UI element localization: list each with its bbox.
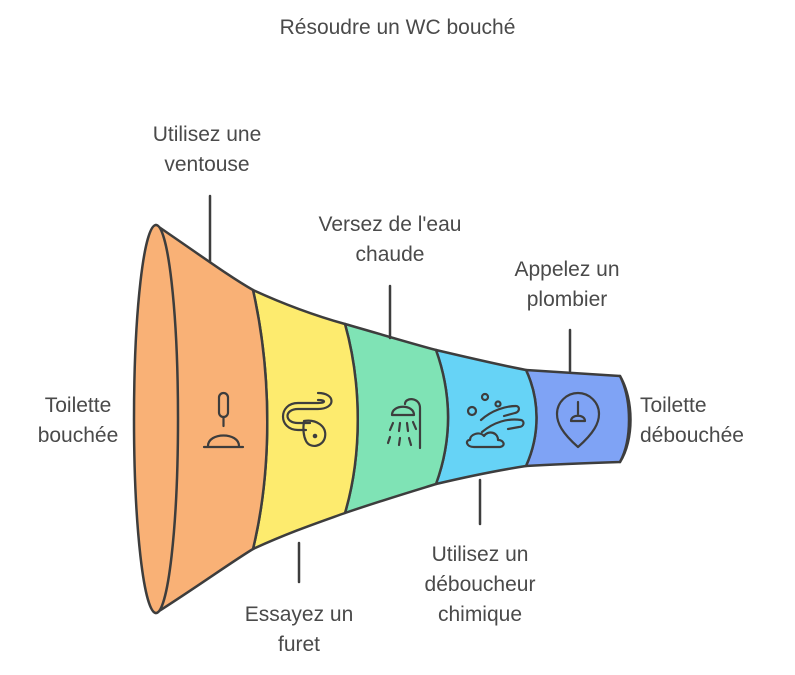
- step-3-label-line1: Versez de l'eau: [318, 213, 462, 236]
- step-4-label-line3: chimique: [437, 603, 523, 626]
- step-4-label-line1: Utilisez un: [431, 543, 529, 566]
- step-4-label-line2: déboucheur: [424, 573, 536, 596]
- start-label: Toilette bouchée: [28, 391, 128, 451]
- funnel-segment-5: [524, 368, 631, 468]
- funnel-segment-1: [154, 223, 269, 615]
- plunger-icon: [202, 391, 245, 449]
- end-label: Toilette débouchée: [640, 391, 780, 451]
- diagram-title: Résoudre un WC bouché: [279, 16, 516, 39]
- step-3-label: Versez de l'eau chaude: [295, 210, 485, 270]
- step-5-label-line2: plombier: [526, 288, 608, 311]
- end-label-line2: débouchée: [640, 424, 744, 447]
- shower-icon: [386, 398, 422, 450]
- step-4-label: Utilisez un déboucheur chimique: [395, 540, 565, 630]
- step-1-label-line1: Utilisez une: [152, 123, 262, 146]
- funnel-end-cap: [618, 374, 632, 464]
- step-2-label: Essayez un furet: [219, 600, 379, 660]
- funnel-segment-3: [343, 322, 450, 515]
- step-3-label-line2: chaude: [355, 243, 425, 266]
- step-2-label-line1: Essayez un: [244, 603, 354, 626]
- end-label-line1: Toilette: [640, 394, 707, 417]
- plumber-plunger-icon: [555, 391, 601, 449]
- step-1-label-line2: ventouse: [164, 153, 250, 176]
- cleaning-hands-icon: [465, 392, 525, 449]
- start-label-line2: bouchée: [37, 424, 119, 447]
- snake-icon: [282, 391, 333, 447]
- start-label-line1: Toilette: [44, 394, 112, 417]
- funnel-segment-2: [251, 288, 359, 551]
- step-5-label: Appelez un plombier: [487, 255, 647, 315]
- step-5-label-line1: Appelez un: [514, 258, 620, 281]
- step-2-label-line2: furet: [277, 633, 321, 656]
- funnel-mouth: [132, 223, 180, 615]
- step-1-label: Utilisez une ventouse: [127, 120, 287, 180]
